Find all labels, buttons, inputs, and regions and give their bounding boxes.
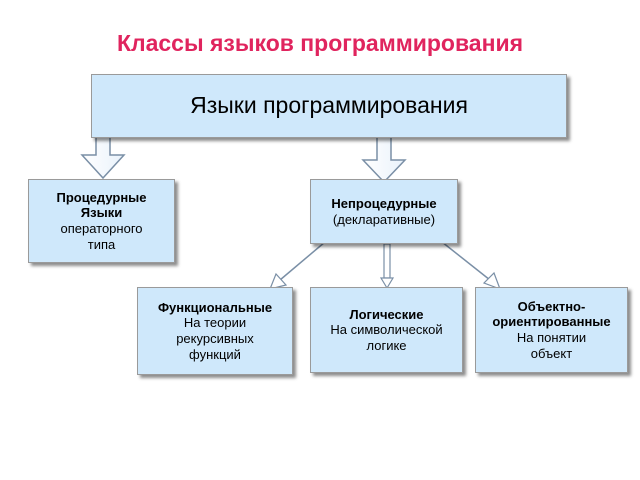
node-programming-languages-label: Языки программирования bbox=[190, 92, 468, 119]
node-procedural-title-1: Процедурные bbox=[56, 189, 147, 205]
node-nonprocedural: Непроцедурные (декларативные) bbox=[310, 179, 458, 244]
arrow-nonprocedural-to-logical bbox=[379, 243, 395, 290]
node-object-oriented-title-2: ориентированные bbox=[492, 314, 611, 330]
node-object-oriented-title-1: Объектно- bbox=[517, 298, 586, 314]
node-functional-desc-2: рекурсивных bbox=[176, 331, 254, 346]
node-logical: Логические На символической логике bbox=[310, 287, 463, 373]
node-logical-desc-2: логике bbox=[366, 337, 407, 353]
node-logical-title: Логические bbox=[349, 306, 424, 322]
diagram-title: Классы языков программирования bbox=[116, 30, 524, 56]
node-functional-desc-3: функций bbox=[189, 346, 241, 362]
node-procedural-desc-2: типа bbox=[87, 236, 116, 252]
node-procedural: Процедурные Языки операторного типа bbox=[28, 179, 175, 263]
node-nonprocedural-title: Непроцедурные bbox=[331, 195, 437, 211]
node-procedural-desc-1: операторного bbox=[60, 221, 143, 236]
node-functional: Функциональные На теории рекурсивных фун… bbox=[137, 287, 293, 375]
node-object-oriented-desc-1: На понятии bbox=[516, 330, 587, 345]
arrow-nonprocedural-to-functional bbox=[269, 240, 327, 290]
node-logical-desc-1: На символической bbox=[330, 322, 443, 338]
node-procedural-title-2: Языки bbox=[80, 205, 123, 221]
node-object-oriented: Объектно- ориентированные На понятии объ… bbox=[475, 287, 628, 373]
node-programming-languages: Языки программирования bbox=[91, 74, 567, 138]
node-functional-desc-1: На теории bbox=[183, 315, 247, 331]
node-functional-title: Функциональные bbox=[157, 299, 273, 315]
node-object-oriented-desc-2: объект bbox=[530, 345, 573, 361]
node-nonprocedural-desc: (декларативные) bbox=[332, 211, 436, 227]
arrow-nonprocedural-to-oop bbox=[440, 240, 502, 291]
